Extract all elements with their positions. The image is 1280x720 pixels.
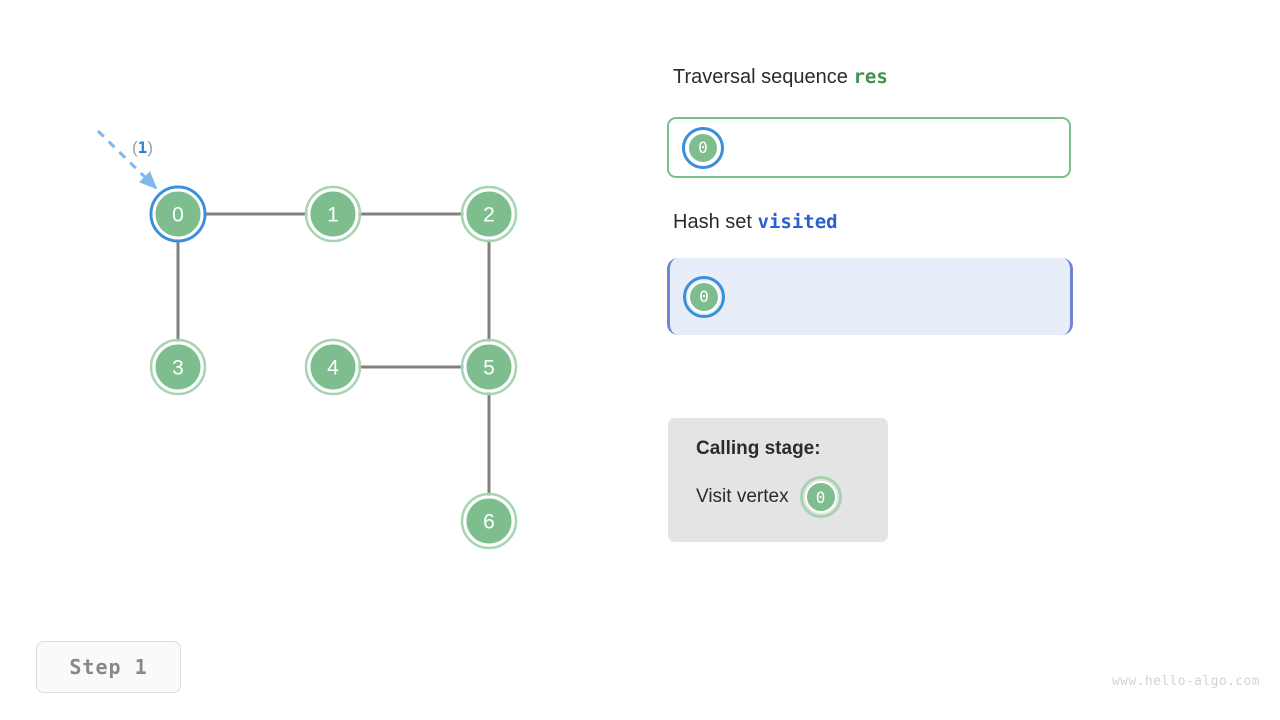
res-item-0-label: 0 — [698, 138, 708, 157]
graph-nodes: 0 1 2 3 4 — [149, 185, 518, 550]
graph-node-2[interactable]: 2 — [460, 185, 518, 243]
visited-title-text: Hash set — [673, 211, 752, 233]
graph-node-1-label: 1 — [327, 204, 339, 227]
visited-item-0-ring — [683, 275, 725, 318]
step-badge-label: Step 1 — [69, 655, 148, 679]
graph-node-0[interactable]: 0 — [149, 185, 207, 243]
visited-title-code: visited — [757, 211, 838, 233]
calling-stage-vertex-ring — [799, 476, 842, 518]
graph-node-4-label: 4 — [327, 357, 339, 380]
graph-node-3-label: 3 — [172, 357, 184, 380]
graph-node-3[interactable]: 3 — [149, 338, 207, 396]
calling-stage-box: Calling stage: Visit vertex 0 — [668, 418, 888, 542]
res-item-0-ring — [682, 126, 724, 169]
graph-node-6-label: 6 — [483, 511, 495, 534]
res-array-box: 0 — [667, 117, 1071, 178]
pointer-paren-open: ( — [132, 138, 138, 157]
visited-item-0[interactable]: 0 — [683, 275, 725, 318]
graph-node-5-label: 5 — [483, 357, 495, 380]
watermark: www.hello-algo.com — [1111, 674, 1260, 689]
pointer-arrow-group — [96, 129, 158, 190]
res-title-text: Traversal sequence — [673, 66, 848, 88]
pointer-index-label: (1) — [132, 138, 153, 158]
calling-stage-vertex: 0 — [799, 476, 842, 518]
calling-stage-title: Calling stage: — [696, 438, 821, 459]
graph-diagram: 0 1 2 3 4 — [96, 129, 518, 550]
pointer-paren-close: ) — [147, 138, 153, 157]
pointer-index-value: 1 — [137, 138, 148, 157]
calling-stage-action: Visit vertex — [696, 486, 789, 507]
res-title: Traversal sequence res — [673, 66, 888, 89]
step-badge[interactable]: Step 1 — [36, 641, 181, 693]
graph-node-0-label: 0 — [172, 204, 184, 227]
graph-node-4[interactable]: 4 — [304, 338, 362, 396]
graph-node-6[interactable]: 6 — [460, 492, 518, 550]
visited-item-0-label: 0 — [699, 287, 709, 306]
graph-node-2-label: 2 — [483, 204, 495, 227]
res-title-code: res — [853, 66, 888, 88]
visited-title: Hash set visited — [673, 211, 838, 234]
pointer-dashed-arrow — [96, 129, 158, 190]
res-item-0[interactable]: 0 — [682, 126, 724, 169]
visited-hashset-box: 0 — [667, 258, 1073, 335]
graph-node-1[interactable]: 1 — [304, 185, 362, 243]
calling-stage-row: Visit vertex 0 — [696, 476, 888, 518]
calling-stage-vertex-label: 0 — [815, 487, 826, 507]
graph-node-5[interactable]: 5 — [460, 338, 518, 396]
